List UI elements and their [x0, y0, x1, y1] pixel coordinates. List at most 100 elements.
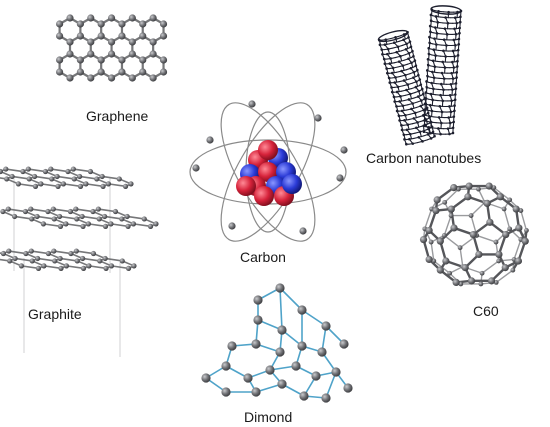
graphene-atom: [128, 38, 136, 46]
nanotube-atom: [386, 52, 389, 56]
nanotube-atom: [452, 66, 456, 69]
nanotube-atom: [442, 49, 445, 53]
graphite-bond: [126, 215, 146, 220]
graphite-atom: [99, 173, 105, 180]
nanotube-atom: [453, 55, 456, 58]
nanotube-atom: [433, 37, 436, 40]
graphite-atom: [60, 181, 67, 187]
nanotube-atom: [391, 66, 395, 70]
graphite-atom: [119, 258, 125, 264]
c60-atom: [467, 277, 476, 285]
nanotubes-label: Carbon nanotubes: [366, 150, 482, 166]
graphite-atom: [20, 168, 26, 175]
nanotube-opening: [377, 29, 409, 43]
nanotube-atom: [439, 132, 442, 136]
c60-atom: [496, 258, 502, 264]
nanotube-atom: [429, 13, 433, 17]
nanotube-atom: [405, 128, 409, 132]
nanotube-atom: [431, 130, 435, 134]
c60-atom: [452, 278, 460, 287]
graphite-atom: [34, 213, 40, 220]
graphite-atom: [23, 250, 29, 257]
graphite-atom: [74, 258, 80, 264]
nanotube-atom: [402, 38, 405, 42]
graphite-atom: [71, 176, 77, 182]
graphite-atom: [141, 216, 147, 222]
nanotube-atom: [407, 57, 410, 61]
graphite-atom: [57, 213, 63, 220]
nanotube-atom: [441, 99, 445, 103]
nanotube-atom: [444, 16, 447, 19]
c60-atom: [514, 257, 523, 265]
diamond-atom: [221, 361, 231, 371]
nanotube-atom: [413, 111, 417, 115]
nanotube-atom: [411, 142, 415, 145]
nanotube-atom: [451, 77, 455, 80]
nanotube-atom: [395, 50, 398, 54]
graphite-atom: [35, 255, 41, 262]
graphite-atom: [7, 258, 13, 264]
graphene-atom: [107, 50, 116, 58]
graphene-atom: [149, 50, 157, 58]
c60-bond: [459, 247, 464, 268]
c60-atom: [465, 182, 473, 190]
c60-atom: [478, 281, 484, 287]
nanotube-atom: [444, 55, 447, 58]
graphite-atom: [15, 181, 21, 187]
nanotube-atom: [415, 126, 418, 130]
graphene-atom: [97, 68, 105, 76]
electron: [248, 100, 256, 108]
c60-atom: [507, 226, 513, 232]
graphene-atom: [118, 32, 126, 40]
graphite-atom: [77, 183, 84, 189]
nanotube-atom: [456, 54, 460, 57]
c60-atom: [496, 193, 504, 201]
graphite-bond: [62, 183, 82, 188]
graphite-atom: [116, 176, 122, 182]
graphite-bond: [110, 265, 130, 270]
graphite-bond: [97, 208, 117, 213]
nanotube-atom: [405, 88, 408, 92]
nanotube-atom: [427, 52, 431, 56]
nanotube-atom: [449, 110, 453, 114]
nanotube-atom: [421, 140, 424, 143]
c60-atom: [475, 250, 483, 259]
nanotube-atom: [393, 81, 397, 84]
graphite-atom: [125, 265, 132, 271]
nanotube-atom: [385, 67, 389, 70]
c60-atom: [487, 277, 496, 285]
graphite-bond: [5, 168, 24, 173]
nanotube-atom: [433, 134, 436, 138]
nanotube-atom: [417, 89, 421, 93]
nanotube-atom: [448, 105, 451, 108]
graphite-atom: [131, 263, 137, 269]
graphene-atom: [149, 14, 157, 22]
nanotube-atom: [445, 33, 449, 36]
nanotube-atom: [380, 48, 384, 51]
graphite-atom: [73, 248, 79, 254]
c60-atom: [486, 218, 494, 226]
nanotube-atom: [426, 133, 430, 136]
nanotube-atom: [429, 137, 433, 140]
nanotube-atom: [440, 121, 443, 125]
graphite-bond: [85, 183, 104, 188]
graphite-atom: [51, 248, 57, 254]
c60-atom: [432, 206, 440, 215]
nanotube-atom: [406, 83, 410, 86]
c60-atom: [485, 182, 493, 190]
nanotube-atom: [439, 82, 443, 86]
nanotube-atom: [452, 38, 456, 42]
diamond-bond: [325, 371, 337, 399]
graphite-atom: [3, 166, 9, 172]
nanotube-atom: [405, 42, 408, 46]
nanotube-atom: [451, 60, 454, 64]
graphene-atom: [97, 56, 105, 64]
graphite-atom: [0, 208, 6, 215]
nanotube-atom: [395, 105, 398, 108]
nanotube-atom: [424, 123, 427, 127]
graphite-layer: [0, 166, 134, 189]
graphite-bond: [30, 250, 50, 255]
nanotube-atom: [448, 94, 452, 97]
graphite-atom: [108, 221, 114, 227]
